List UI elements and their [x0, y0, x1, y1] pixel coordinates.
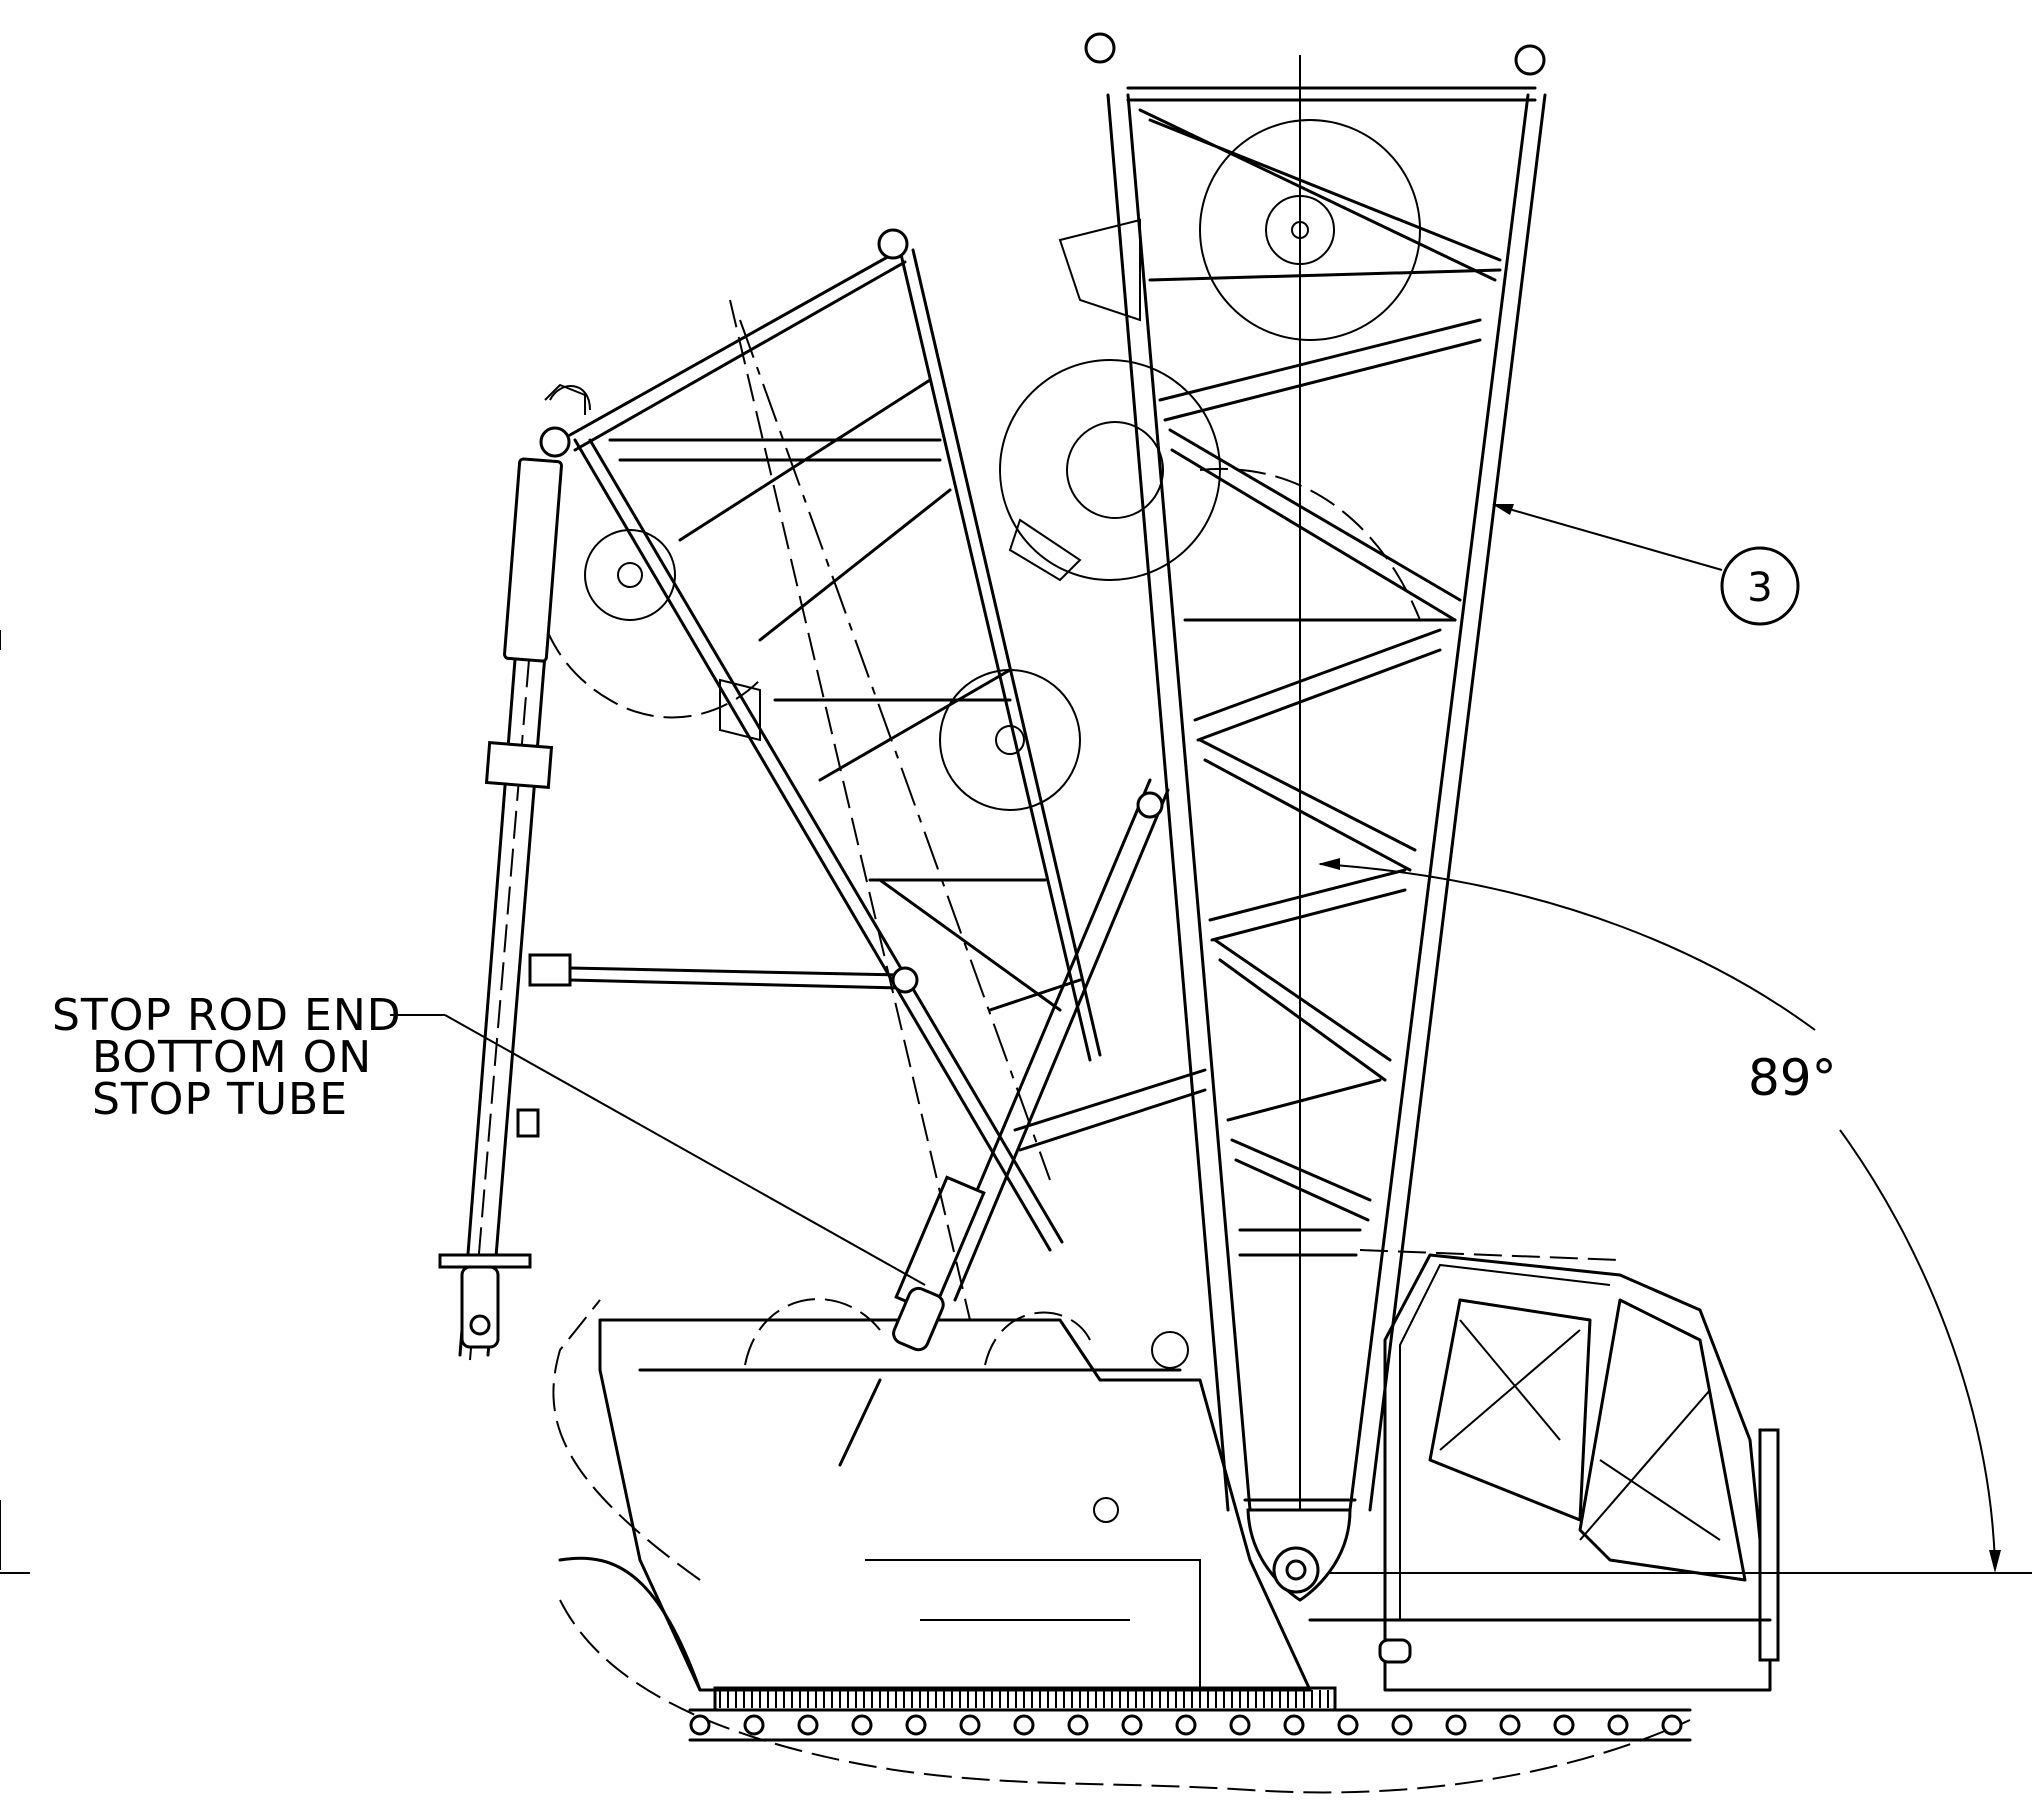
track-roller — [905, 1714, 927, 1736]
track-roller — [797, 1714, 819, 1736]
track-roller — [689, 1714, 711, 1736]
angle-label: 89° — [1748, 1049, 1837, 1107]
angle-dimension: 89° — [1299, 55, 2032, 1574]
track-roller — [959, 1714, 981, 1736]
track-roller — [1283, 1714, 1305, 1736]
track-roller — [1013, 1714, 1035, 1736]
balloon-number: 3 — [1747, 565, 1772, 611]
upper-deck — [558, 1298, 1312, 1692]
section-arrow — [0, 630, 30, 1574]
lowered-boom — [535, 228, 1102, 1321]
track-shoes — [689, 1714, 1683, 1736]
stop-rod-note-line-2: BOTTOM ON — [92, 1032, 372, 1083]
swing-gear-teeth — [719, 1690, 1329, 1708]
track-roller — [1067, 1714, 1089, 1736]
raised-boom — [892, 32, 1547, 1602]
track-roller — [1553, 1714, 1575, 1736]
track-roller — [1661, 1714, 1683, 1736]
track-roller — [1229, 1714, 1251, 1736]
stop-rod-assembly — [438, 383, 919, 1361]
stop-rod-note-line-3: STOP TUBE — [92, 1074, 348, 1125]
track-roller — [1445, 1714, 1467, 1736]
track-roller — [1175, 1714, 1197, 1736]
stop-rod-note-line-1: STOP ROD END — [52, 990, 402, 1041]
track-roller — [1499, 1714, 1521, 1736]
track-roller — [1607, 1714, 1629, 1736]
track-roller — [1337, 1714, 1359, 1736]
crawler-track — [552, 1299, 1692, 1794]
stop-note-leader — [390, 1014, 926, 1286]
item-balloon-3: 3 — [1492, 504, 1800, 626]
track-roller — [743, 1714, 765, 1736]
operator-cab — [1308, 1249, 1780, 1692]
track-roller — [851, 1714, 873, 1736]
track-roller — [1391, 1714, 1413, 1736]
track-roller — [1121, 1714, 1143, 1736]
